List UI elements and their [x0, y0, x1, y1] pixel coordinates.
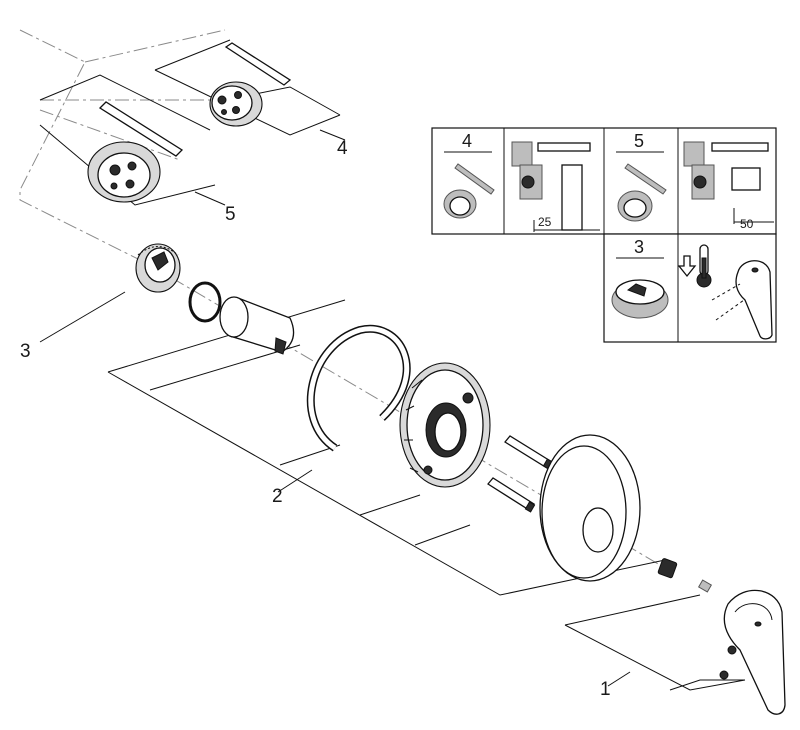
detail-cell-3: 3 — [611, 237, 669, 319]
o-ring-part — [188, 281, 222, 323]
detail-label-3: 3 — [634, 237, 644, 257]
temperature-stop-3-part — [135, 243, 181, 293]
detail-diagram-25: 25 — [511, 141, 600, 232]
detail-cell-4: 4 — [443, 131, 495, 219]
sleeve-part — [219, 296, 295, 355]
callout-1: 1 — [600, 679, 611, 700]
lever-handle-part — [719, 589, 786, 715]
callout-5: 5 — [225, 204, 236, 225]
detail-reference-panel: 4 25 5 — [431, 127, 777, 343]
callout-4: 4 — [337, 138, 348, 159]
dimension-50: 50 — [740, 217, 754, 231]
callout-2: 2 — [272, 486, 283, 507]
split-ring-part — [306, 324, 411, 452]
escutcheon-part — [539, 434, 641, 582]
detail-label-4: 4 — [462, 131, 472, 151]
leader-lines — [39, 129, 631, 687]
callout-3: 3 — [20, 341, 31, 362]
thermometer-icon — [696, 244, 712, 288]
arrow-down-icon — [677, 255, 697, 278]
adapter-part — [657, 558, 713, 593]
detail-label-5: 5 — [634, 131, 644, 151]
detail-cell-5: 5 — [616, 131, 667, 222]
mounting-plate-part — [399, 362, 491, 488]
screws-part — [487, 435, 554, 513]
detail-temperature-diagram — [677, 244, 773, 340]
cartridge-4-part — [209, 42, 292, 127]
cartridge-5-part — [87, 101, 184, 203]
detail-diagram-50: 50 — [683, 141, 774, 231]
dimension-25: 25 — [538, 215, 552, 229]
callout-numbers: 1 2 3 4 5 — [20, 138, 611, 700]
